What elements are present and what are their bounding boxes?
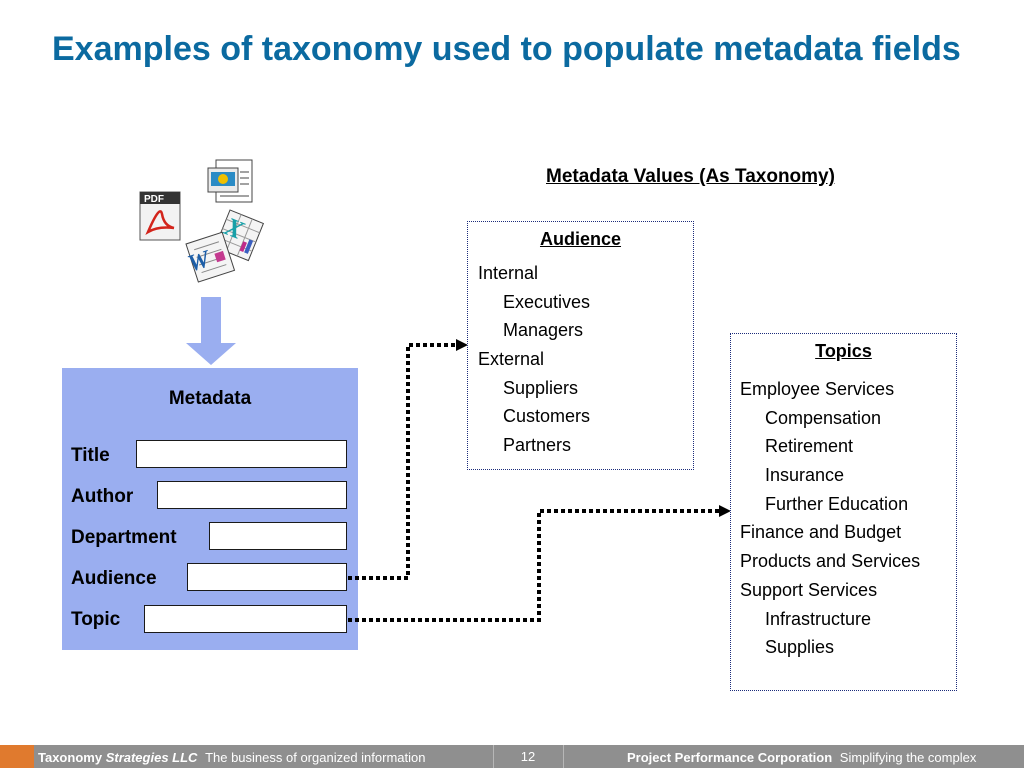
powerpoint-file-icon [207,159,253,203]
footer-tagline: The business of organized information [205,750,426,765]
list-item: Infrastructure [765,608,872,629]
topics-panel-title: Topics [815,341,872,361]
list-item: Compensation [765,407,882,428]
footer-partner-name: Project Performance Corporation [627,750,833,765]
topics-panel: Topics Employee Services Compensation Re… [730,333,957,691]
footer-partner: Project Performance Corporation Simplify… [627,750,976,765]
down-arrow-icon [186,297,236,365]
company-logo-icon [0,745,34,768]
audience-field[interactable] [187,563,347,591]
audience-panel-title: Audience [539,229,622,249]
svg-text:PDF: PDF [144,194,164,205]
topic-connector [348,509,720,622]
field-label-author: Author [71,486,134,507]
page-number: 12 [520,749,536,764]
field-label-title: Title [71,445,110,466]
list-item: Insurance [765,465,845,486]
list-item: Support Services [740,579,878,600]
topic-arrowhead-icon [719,505,731,517]
list-item: Products and Services [740,551,921,572]
list-item: Internal [478,263,539,283]
pdf-file-icon: PDF [139,191,181,241]
file-icons-group: PDF X W [139,159,265,283]
audience-arrowhead-icon [456,339,468,351]
footer-partner-tagline: Simplifying the complex [839,750,977,765]
department-field[interactable] [209,522,347,550]
list-item: Suppliers [503,377,579,398]
list-item: Finance and Budget [740,522,902,543]
audience-connector [348,343,458,580]
author-field[interactable] [157,481,347,509]
footer-company: Taxonomy Strategies LLC The business of … [38,750,425,765]
topics-list: Employee Services Compensation Retiremen… [740,375,956,662]
field-label-department: Department [71,527,177,548]
slide-title: Examples of taxonomy used to populate me… [52,30,961,68]
word-file-icon: W [185,231,236,283]
metadata-panel [62,368,358,650]
list-item: Partners [503,435,572,456]
values-heading: Metadata Values (As Taxonomy) [546,166,835,187]
list-item: Supplies [765,637,835,658]
footer-bar: Taxonomy Strategies LLC The business of … [0,745,1024,768]
list-item: Employee Services [740,379,895,399]
audience-panel: Audience Internal Executives Managers Ex… [467,221,694,470]
list-item: Customers [503,406,591,427]
field-label-topic: Topic [71,609,121,630]
audience-list: Internal Executives Managers External Su… [478,259,693,460]
list-item: Executives [503,291,591,312]
list-item: Managers [503,320,584,341]
title-field[interactable] [136,440,347,468]
list-item: External [478,349,545,370]
list-item: Further Education [765,493,909,514]
footer-company-name: Taxonomy [38,750,103,765]
metadata-title: Metadata [168,388,252,409]
topic-field[interactable] [144,605,347,633]
list-item: Retirement [765,436,854,457]
footer-company-italic: Strategies LLC [105,750,198,765]
field-label-audience: Audience [71,568,157,589]
